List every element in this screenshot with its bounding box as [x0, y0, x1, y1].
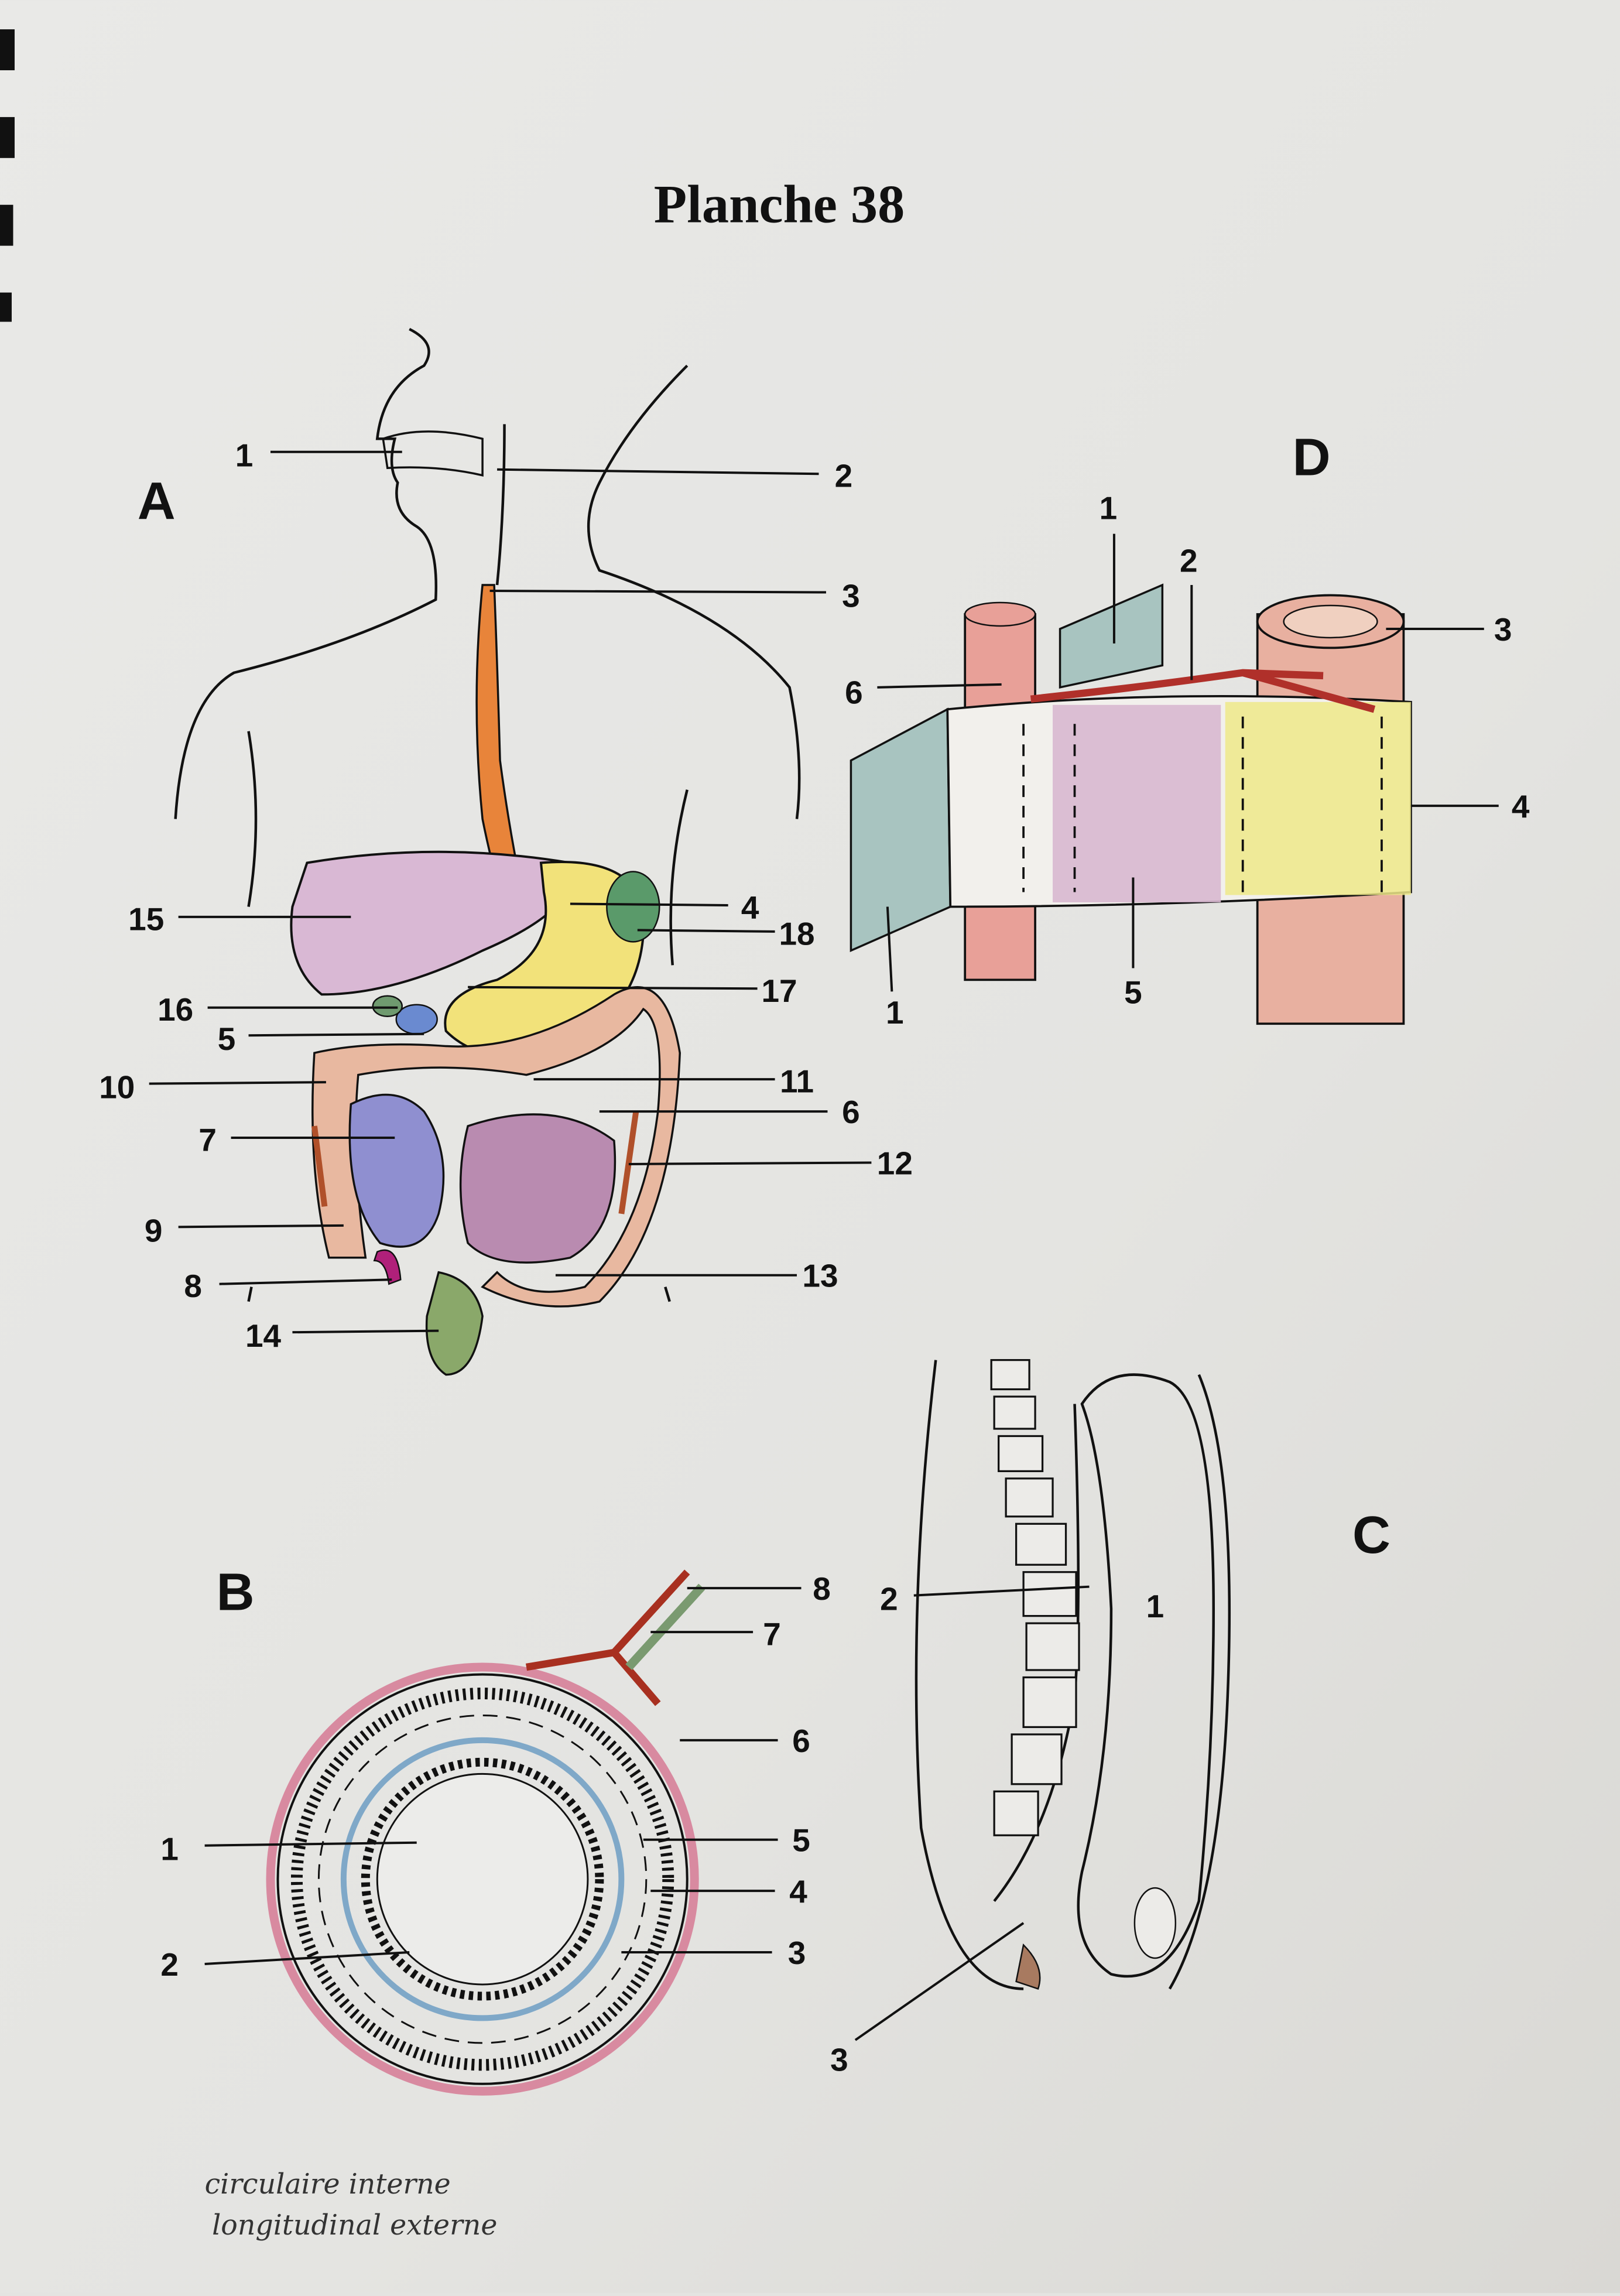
label-a-11: 11 — [780, 1063, 814, 1100]
label-a-7: 7 — [198, 1121, 217, 1158]
panel-a-letter: A — [138, 473, 176, 531]
handwritten-note-1: circulaire interne — [205, 2168, 451, 2201]
appendix — [373, 1249, 402, 1285]
leader-line-a-4 — [570, 902, 728, 906]
prostate — [1133, 1887, 1177, 1959]
rectum — [425, 1271, 484, 1376]
label-d-5: 5 — [1124, 974, 1142, 1010]
liver — [290, 850, 574, 996]
body-outline — [174, 328, 801, 819]
bladder-uterus-outline — [1077, 1373, 1215, 1978]
spleen — [606, 871, 660, 943]
vertebral-column — [990, 1359, 1080, 1836]
label-a-16: 16 — [157, 991, 193, 1028]
label-d-3: 3 — [1494, 611, 1512, 648]
leader-line-a-18 — [637, 929, 775, 933]
label-a-17: 17 — [762, 973, 797, 1009]
label-b-8: 8 — [813, 1570, 831, 1607]
anal-canal — [1015, 1943, 1041, 1990]
circular-muscle — [317, 1714, 648, 2044]
label-b-1: 1 — [160, 1831, 179, 1867]
leader-line-a-5 — [248, 1032, 424, 1037]
label-b-4: 4 — [789, 1873, 807, 1910]
label-leader-lines — [149, 450, 1499, 2041]
label-a-15: 15 — [128, 901, 164, 937]
mesenteric-vessels — [1030, 669, 1376, 713]
label-a-14: 14 — [245, 1318, 282, 1354]
label-a-18: 18 — [779, 915, 814, 952]
label-a-3: 3 — [842, 577, 860, 614]
panel-c-sagittal-section: C — [915, 1359, 1390, 1990]
label-c-2: 2 — [880, 1581, 898, 1617]
label-a-5: 5 — [218, 1021, 236, 1057]
label-a-8: 8 — [184, 1268, 202, 1304]
label-a-12: 12 — [877, 1145, 913, 1181]
small-intestine-ileum — [459, 1113, 617, 1264]
panel-a-digestive-system: A — [138, 328, 801, 1376]
label-b-5: 5 — [792, 1822, 810, 1859]
label-a-6: 6 — [842, 1094, 860, 1130]
panel-d-letter: D — [1293, 429, 1331, 487]
leader-line-d-6 — [877, 683, 1002, 689]
label-a-4: 4 — [741, 889, 759, 925]
label-b-7: 7 — [763, 1616, 781, 1652]
mesentery-vessels — [525, 1569, 690, 1706]
label-b-2: 2 — [160, 1946, 179, 1983]
handwritten-note-2: longitudinal externe — [212, 2209, 497, 2242]
torso-sides — [247, 731, 689, 1302]
label-c-1: 1 — [1146, 1588, 1165, 1624]
label-a-1: 1 — [235, 437, 254, 474]
panel-b-letter: B — [217, 1563, 255, 1622]
small-intestine-jejunum — [348, 1093, 445, 1248]
descending-colon-band — [618, 1111, 639, 1214]
serosa — [266, 1662, 699, 2096]
leader-line-a-12 — [628, 1161, 872, 1165]
leader-line-c-2 — [913, 1585, 1090, 1597]
label-d-1: 1 — [886, 994, 904, 1031]
leader-line-d-1 — [886, 906, 893, 992]
mucosa-villi — [361, 1757, 604, 2001]
panel-b-intestinal-wall-section: B — [217, 1563, 705, 2096]
abdominal-wall — [1168, 1374, 1231, 1990]
label-d-1: 1 — [1100, 490, 1118, 526]
dashed-folds — [1022, 716, 1383, 892]
duodenum — [395, 1004, 438, 1035]
lumen — [376, 1773, 589, 1986]
leader-line-a-3 — [489, 590, 826, 594]
oral-cavity — [382, 430, 484, 477]
label-d-2: 2 — [1180, 543, 1198, 579]
label-a-2: 2 — [835, 458, 853, 494]
leader-line-a-8 — [219, 1278, 392, 1285]
submucosa — [340, 1737, 625, 2021]
panel-c-letter: C — [1352, 1506, 1390, 1565]
label-d-4: 4 — [1512, 788, 1530, 824]
leader-line-a-17 — [468, 986, 758, 990]
serosa-yellow — [1225, 702, 1411, 895]
leader-line-b-1 — [204, 1841, 417, 1847]
label-b-3: 3 — [788, 1935, 806, 1971]
label-b-6: 6 — [792, 1723, 810, 1759]
leader-line-a-9 — [178, 1224, 344, 1229]
leader-line-a-2 — [497, 468, 819, 475]
gallbladder — [372, 995, 403, 1017]
mesentery-flap-top — [1059, 583, 1164, 689]
leader-line-a-14 — [292, 1329, 439, 1334]
mesentery-body — [1053, 704, 1221, 902]
label-c-3: 3 — [830, 2041, 848, 2078]
page-title: Planche 38 — [654, 174, 905, 234]
label-a-10: 10 — [99, 1069, 135, 1106]
label-d-6: 6 — [845, 674, 863, 710]
leader-line-a-10 — [149, 1081, 326, 1085]
label-a-13: 13 — [802, 1258, 838, 1294]
binding-rings — [0, 29, 15, 322]
leader-line-b-2 — [204, 1951, 410, 1965]
ascending-colon-band — [311, 1125, 328, 1207]
longitudinal-muscle — [290, 1687, 674, 2071]
leader-line-c-3 — [854, 1922, 1025, 2041]
panel-d-mesentery: D — [850, 429, 1412, 1025]
label-a-9: 9 — [145, 1212, 163, 1248]
